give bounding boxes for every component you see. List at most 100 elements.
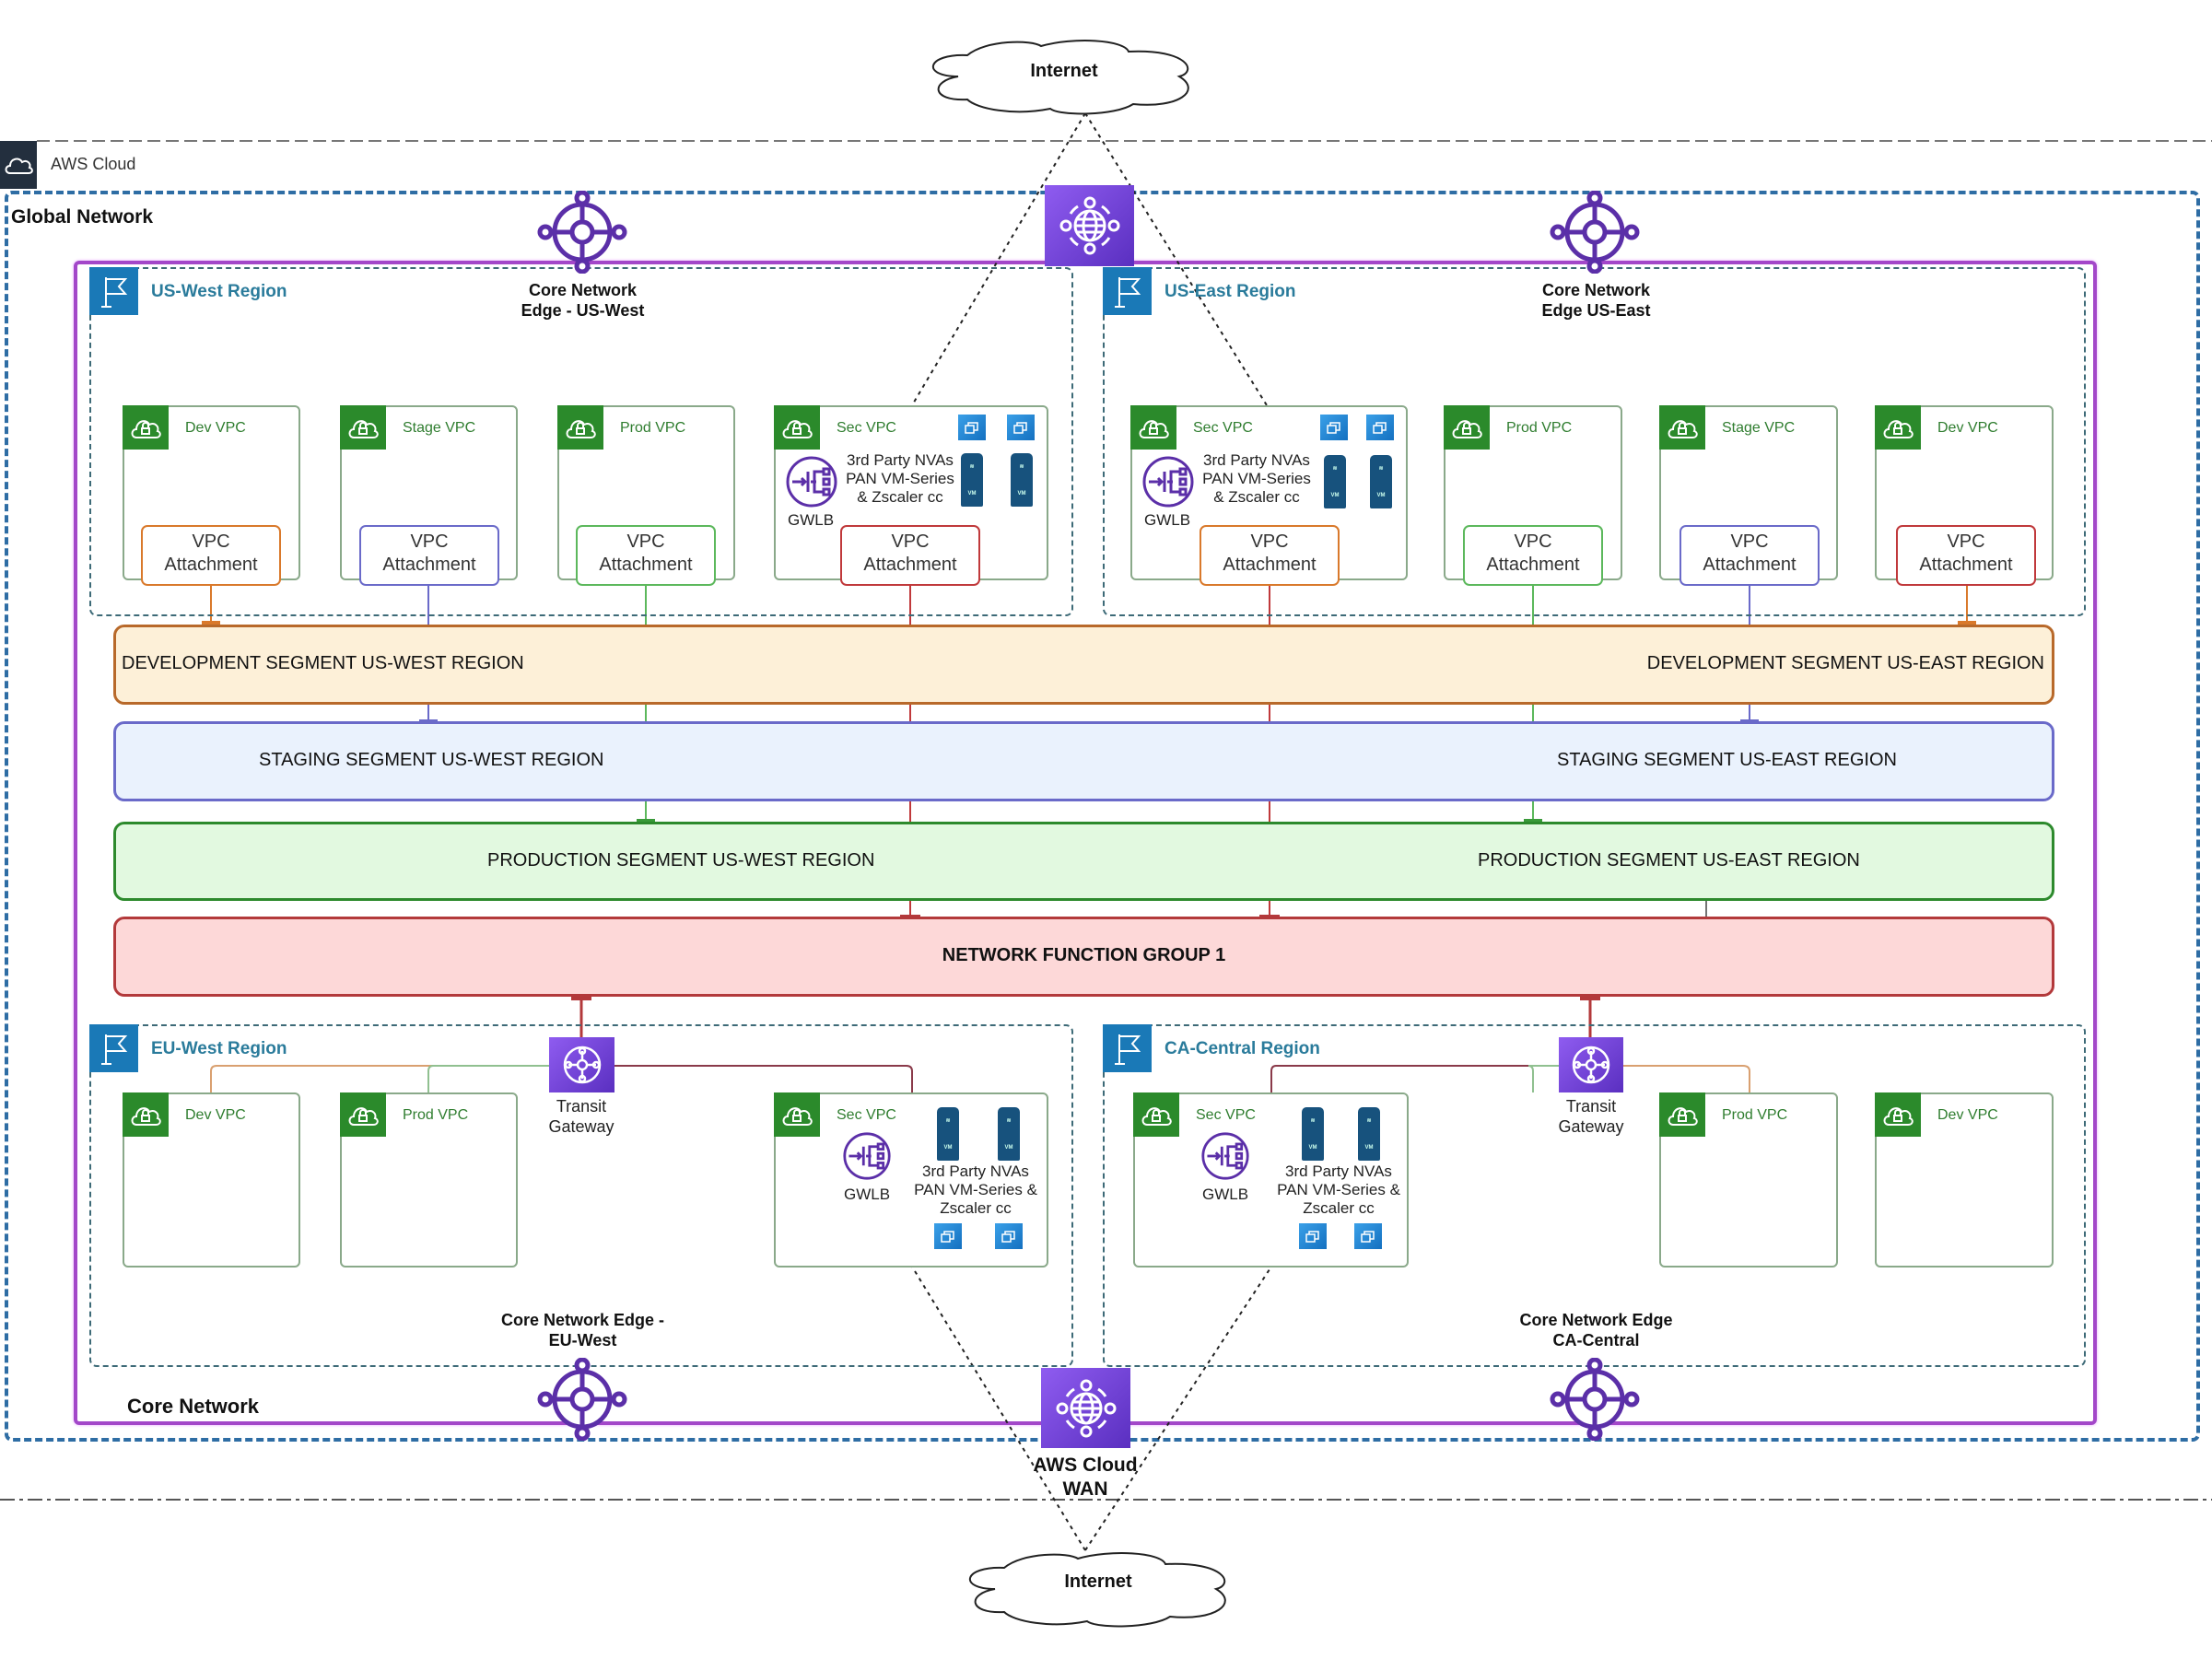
attachment-label-line1: VPC [410,532,449,552]
vm-series-firewall-icon[interactable]: ≋VM [1358,1107,1380,1161]
core-edge-us-west-label: Core Network Edge - US-West [488,280,677,321]
nva-label-line2: PAN VM-Series [846,470,954,487]
edge-label-line2: Edge US-East [1541,301,1651,320]
core-edge-eu-west-label: Core Network Edge - EU-West [470,1310,696,1350]
vm-series-firewall-icon[interactable]: ≋VM [1011,453,1033,507]
network-function-group[interactable]: NETWORK FUNCTION GROUP 1 [113,917,2054,997]
tgw-label-line2: Gateway [1558,1117,1624,1136]
vpc-attachment-us-east-dev[interactable]: VPC Attachment [1896,525,2036,586]
gwlb-icon[interactable] [785,455,838,508]
vpc-attachment-us-east-prod[interactable]: VPC Attachment [1463,525,1603,586]
vm-series-firewall-icon[interactable]: ≋VM [961,453,983,507]
ec2-instance-icon[interactable] [995,1223,1023,1249]
vpc-eu-west-dev[interactable]: Dev VPC [123,1092,300,1268]
gwlb-icon[interactable] [1200,1131,1250,1181]
nva-label-line1: 3rd Party NVAs [1203,451,1310,469]
nva-label-line3: Zscaler cc [940,1199,1012,1217]
attachment-label-line2: Attachment [382,555,476,575]
vm-series-firewall-icon[interactable]: ≋VM [937,1107,959,1161]
segment-staging[interactable]: STAGING SEGMENT US-WEST REGION STAGING S… [113,721,2054,801]
region-flag-icon [1103,267,1152,315]
edge-label-line1: Core Network [1541,281,1651,299]
vpc-name: Dev VPC [1937,1107,1998,1123]
gwlb-label: GWLB [1143,511,1191,529]
vpc-icon [557,405,603,450]
cloud-wan-label-line1: AWS Cloud [1033,1455,1138,1476]
core-network-edge-us-east-icon[interactable] [1547,191,1643,274]
vpc-name: Dev VPC [1937,420,1998,436]
gwlb-icon[interactable] [1141,455,1195,508]
vpc-attachment-us-west-sec[interactable]: VPC Attachment [840,525,980,586]
segment-development-east-label: DEVELOPMENT SEGMENT US-EAST REGION [1646,653,2044,673]
ec2-instance-icon[interactable] [1299,1223,1327,1249]
vpc-icon [123,405,169,450]
vpc-name: Stage VPC [403,420,476,436]
vpc-name: Sec VPC [837,1107,896,1123]
segment-staging-west-label: STAGING SEGMENT US-WEST REGION [259,750,604,770]
core-network-title: Core Network [127,1395,260,1418]
ec2-instance-icon[interactable] [958,415,986,440]
cloud-wan-bottom-icon[interactable] [1041,1368,1130,1448]
segment-staging-east-label: STAGING SEGMENT US-EAST REGION [1557,750,1897,770]
ec2-instance-icon[interactable] [1007,415,1035,440]
segment-production-west-label: PRODUCTION SEGMENT US-WEST REGION [487,850,875,870]
attachment-label-line1: VPC [891,532,930,552]
vpc-icon [774,1092,820,1137]
vpc-attachment-us-east-sec[interactable]: VPC Attachment [1200,525,1340,586]
vpc-ca-central-prod[interactable]: Prod VPC [1659,1092,1838,1268]
vpc-eu-west-sec[interactable]: Sec VPC GWLB ≋VM ≋VM 3rd Party NVAs PAN … [774,1092,1048,1268]
segment-development[interactable]: DEVELOPMENT SEGMENT US-WEST REGION DEVEL… [113,625,2054,705]
ec2-instance-icon[interactable] [1354,1223,1382,1249]
nva-label-line2: PAN VM-Series [1202,470,1311,487]
vpc-name: Prod VPC [620,420,686,436]
nva-label-line3: Zscaler cc [1303,1199,1375,1217]
vpc-eu-west-prod[interactable]: Prod VPC [340,1092,518,1268]
transit-gateway-eu-west-label: Transit Gateway [525,1096,638,1137]
segment-development-west-label: DEVELOPMENT SEGMENT US-WEST REGION [122,653,524,673]
region-ca-central-title: CA-Central Region [1165,1039,1320,1058]
region-us-east-title: US-East Region [1165,282,1296,301]
vpc-icon [123,1092,169,1137]
core-network-edge-us-west-icon[interactable] [534,191,630,274]
vpc-name: Dev VPC [185,1107,246,1123]
vpc-attachment-us-west-prod[interactable]: VPC Attachment [576,525,716,586]
cloud-wan-top-icon[interactable] [1045,185,1134,266]
vpc-name: Sec VPC [837,420,896,436]
internet-cloud-bottom-icon [968,1552,1226,1628]
gwlb-icon[interactable] [842,1131,892,1181]
aws-cloud-badge [0,141,37,189]
vm-series-firewall-icon[interactable]: ≋VM [1370,455,1392,508]
vpc-attachment-us-west-dev[interactable]: VPC Attachment [141,525,281,586]
ec2-instance-icon[interactable] [1366,415,1394,440]
vpc-icon [774,405,820,450]
globe-network-icon [1056,1379,1116,1437]
nva-label-line1: 3rd Party NVAs [1285,1162,1392,1180]
vpc-attachment-us-east-stage[interactable]: VPC Attachment [1679,525,1820,586]
internet-top-label: Internet [1030,61,1098,81]
gwlb-label: GWLB [843,1186,891,1203]
aws-cloud-label: AWS Cloud [51,155,136,173]
vm-series-firewall-icon[interactable]: ≋VM [1324,455,1346,508]
vpc-us-west-sec[interactable]: Sec VPC GWLB 3rd Party NVAs PAN VM-Serie… [774,405,1048,580]
transit-gateway-eu-west-icon[interactable] [549,1037,614,1092]
core-edge-ca-central-label: Core Network Edge CA-Central [1483,1310,1709,1350]
vpc-attachment-us-west-stage[interactable]: VPC Attachment [359,525,499,586]
attachment-label-line1: VPC [1730,532,1769,552]
core-edge-us-east-label: Core Network Edge US-East [1502,280,1691,321]
core-network-edge-eu-west-icon[interactable] [534,1358,630,1441]
vpc-ca-central-sec[interactable]: Sec VPC GWLB ≋VM ≋VM 3rd Party NVAs PAN … [1133,1092,1409,1268]
vm-series-firewall-icon[interactable]: ≋VM [998,1107,1020,1161]
vm-series-firewall-icon[interactable]: ≋VM [1302,1107,1324,1161]
ec2-instance-icon[interactable] [1320,415,1348,440]
core-network-edge-ca-central-icon[interactable] [1547,1358,1643,1441]
internet-cloud-top-icon [931,40,1189,115]
attachment-label-line2: Attachment [863,555,957,575]
attachment-label-line2: Attachment [1919,555,2013,575]
ec2-instance-icon[interactable] [934,1223,962,1249]
transit-gateway-ca-central-icon[interactable] [1559,1037,1623,1092]
vpc-name: Prod VPC [403,1107,469,1123]
vpc-ca-central-dev[interactable]: Dev VPC [1875,1092,2054,1268]
segment-production[interactable]: PRODUCTION SEGMENT US-WEST REGION PRODUC… [113,822,2054,901]
edge-label-line1: Core Network Edge - [500,1311,665,1329]
attachment-label-line1: VPC [1250,532,1289,552]
